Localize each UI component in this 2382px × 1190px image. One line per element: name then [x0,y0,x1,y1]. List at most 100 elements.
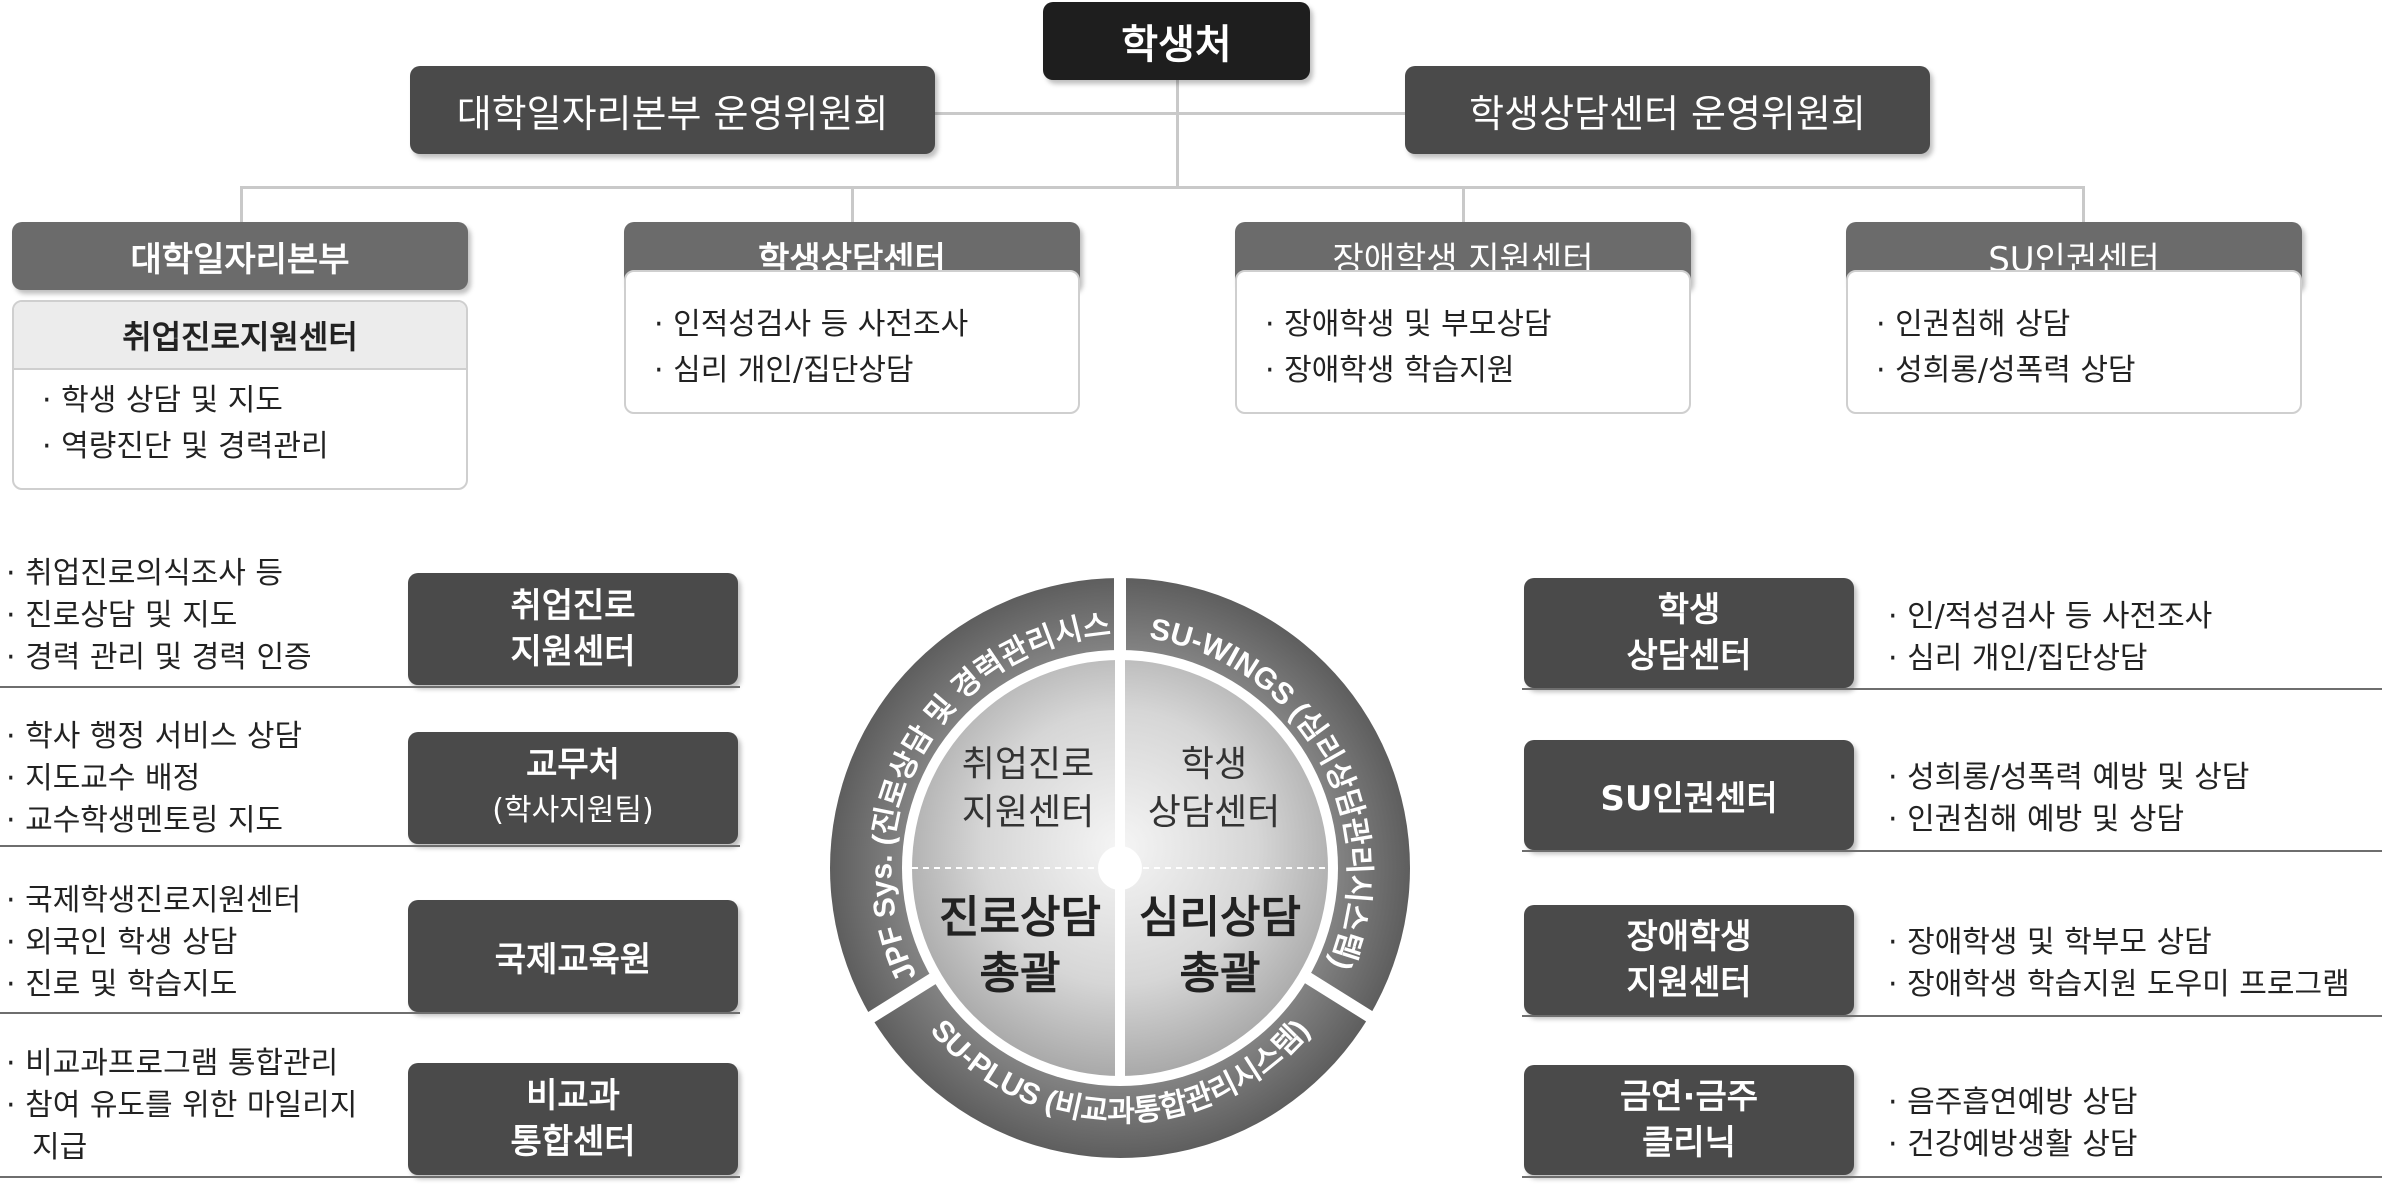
left-row-list-3: · 국제학생진로지원센터 · 외국인 학생 상담 · 진로 및 학습지도 [6,880,301,1006]
branch-title-1-label: 대학일자리본부 [130,239,350,280]
branch-list-2: · 인적성검사 등 사전조사 · 심리 개인/집단상담 [654,302,968,394]
list-item: · 인권침해 상담 [1876,307,2071,342]
quadrant-bottom-left-line1: 진로상담 [939,893,1101,942]
list-item: · 역량진단 및 경력관리 [42,429,329,464]
left-row-label-1: 취업진로 지원센터 [408,573,738,685]
right-committee-box: 학생상담센터 운영위원회 [1405,66,1930,154]
center-dot [1098,846,1142,890]
label-line: 지원센터 [1626,963,1752,1003]
branch-title-1: 대학일자리본부 [12,222,468,290]
list-item: · 장애학생 학습지원 도우미 프로그램 [1888,967,2350,1002]
branch-subtitle-1: 취업진로지원센터 [14,302,466,370]
connector-branch-2 [851,186,854,224]
label-line: 상담센터 [1626,636,1752,676]
list-item: 지급 [32,1130,88,1165]
label-line: 통합센터 [510,1122,636,1162]
left-row-label-2: 교무처 (학사지원팀) [408,732,738,844]
label-line: 금연·금주 [1619,1077,1759,1117]
connector-committees [930,112,1410,115]
connector-branch-3 [1462,186,1465,224]
left-row-label-3: 국제교육원 [408,900,738,1012]
list-item: · 경력 관리 및 경력 인증 [6,640,312,675]
list-item: · 성희롱/성폭력 예방 및 상담 [1888,760,2250,795]
left-row-list-2: · 학사 행정 서비스 상담 · 지도교수 배정 · 교수학생멘토링 지도 [6,716,302,842]
label-line: 클리닉 [1642,1123,1736,1163]
right-row-list-3: · 장애학생 및 학부모 상담 · 장애학생 학습지원 도우미 프로그램 [1888,922,2350,1006]
list-item: · 건강예방생활 상담 [1888,1127,2138,1162]
list-item: · 인권침해 예방 및 상담 [1888,802,2185,837]
right-row-list-4: · 음주흡연예방 상담 · 건강예방생활 상담 [1888,1082,2137,1166]
label-line: 국제교육원 [494,939,652,980]
list-item: · 국제학생진로지원센터 [6,883,302,918]
branch-panel-1: 취업진로지원센터 · 학생 상담 및 지도 · 역량진단 및 경력관리 [12,300,468,490]
right-row-label-3: 장애학생 지원센터 [1524,905,1854,1015]
connector-branches [240,186,2084,189]
branch-list-3: · 장애학생 및 부모상담 · 장애학생 학습지원 [1265,302,1552,394]
connector-branch-4 [2082,186,2085,224]
list-item: · 취업진로의식조사 등 [6,556,284,591]
root-box: 학생처 [1043,2,1310,80]
quadrant-top-right-line2: 상담센터 [1148,791,1280,832]
branch-panel-4: · 인권침해 상담 · 성희롱/성폭력 상담 [1846,270,2302,414]
right-row-divider-3 [1522,1015,2382,1017]
list-item: · 인적성검사 등 사전조사 [654,307,969,342]
quadrant-top-right-line1: 학생 [1181,743,1247,784]
list-item: · 지도교수 배정 [6,761,201,796]
right-row-list-2: · 성희롱/성폭력 예방 및 상담 · 인권침해 예방 및 상담 [1888,757,2249,841]
branch-list-4: · 인권침해 상담 · 성희롱/성폭력 상담 [1876,302,2136,394]
right-row-divider-1 [1522,688,2382,690]
list-item: · 진로 및 학습지도 [6,967,238,1002]
left-committee-box: 대학일자리본부 운영위원회 [410,66,935,154]
right-row-divider-4 [1522,1176,2382,1178]
label-line: SU인권센터 [1600,778,1778,819]
list-item: · 학생 상담 및 지도 [42,383,283,418]
branch-subtitle-1-label: 취업진로지원센터 [122,318,358,356]
left-row-label-4: 비교과 통합센터 [408,1063,738,1175]
list-item: · 심리 개인/집단상담 [1888,641,2148,676]
right-row-list-1: · 인/적성검사 등 사전조사 · 심리 개인/집단상담 [1888,596,2212,680]
right-row-divider-2 [1522,850,2382,852]
right-row-label-2: SU인권센터 [1524,740,1854,850]
list-item: · 성희롱/성폭력 상담 [1876,353,2136,388]
list-item: · 비교과프로그램 통합관리 [6,1046,339,1081]
quadrant-bottom-right-line1: 심리상담 [1139,893,1301,942]
label-line: 교무처 [526,745,620,785]
label-line: (학사지원팀) [492,793,654,828]
quadrant-bottom-right-line2: 총괄 [1180,949,1261,998]
quadrant-top-left-line2: 지원센터 [962,791,1094,832]
list-item: · 음주흡연예방 상담 [1888,1085,2138,1120]
left-row-divider-3 [0,1012,740,1014]
connector-root [1176,78,1179,188]
center-circle-diagram: SU-JPF Sys. (진로상담 및 경력관리시스템) SU-WINGS (심… [800,548,1410,1158]
branch-panel-3: · 장애학생 및 부모상담 · 장애학생 학습지원 [1235,270,1691,414]
list-item: · 학사 행정 서비스 상담 [6,719,303,754]
label-line: 취업진로 [510,586,636,626]
left-row-divider-4 [0,1176,740,1178]
left-row-list-4: · 비교과프로그램 통합관리 · 참여 유도를 위한 마일리지 지급 [6,1043,357,1169]
list-item: · 교수학생멘토링 지도 [6,803,284,838]
connector-branch-1 [240,186,243,224]
list-item: · 참여 유도를 위한 마일리지 [6,1088,358,1123]
label-line: 장애학생 [1626,917,1752,957]
right-row-label-4: 금연·금주 클리닉 [1524,1065,1854,1175]
label-line: 지원센터 [510,632,636,672]
quadrant-bottom-left-line2: 총괄 [980,949,1061,998]
left-row-list-1: · 취업진로의식조사 등 · 진로상담 및 지도 · 경력 관리 및 경력 인증 [6,553,312,679]
label-line: 학생 [1657,590,1721,630]
right-row-label-1: 학생 상담센터 [1524,578,1854,688]
branch-list-1: · 학생 상담 및 지도 · 역량진단 및 경력관리 [42,378,329,470]
branch-panel-2: · 인적성검사 등 사전조사 · 심리 개인/집단상담 [624,270,1080,414]
root-label: 학생처 [1121,22,1232,68]
list-item: · 진로상담 및 지도 [6,598,238,633]
list-item: · 심리 개인/집단상담 [654,353,914,388]
left-row-divider-2 [0,845,740,847]
left-row-divider-1 [0,686,740,688]
left-committee-label: 대학일자리본부 운영위원회 [456,91,889,136]
list-item: · 장애학생 및 학부모 상담 [1888,925,2212,960]
list-item: · 인/적성검사 등 사전조사 [1888,599,2213,634]
list-item: · 장애학생 및 부모상담 [1265,307,1552,342]
list-item: · 장애학생 학습지원 [1265,353,1515,388]
quadrant-top-left-line1: 취업진로 [962,743,1094,784]
list-item: · 외국인 학생 상담 [6,925,238,960]
label-line: 비교과 [526,1076,620,1116]
